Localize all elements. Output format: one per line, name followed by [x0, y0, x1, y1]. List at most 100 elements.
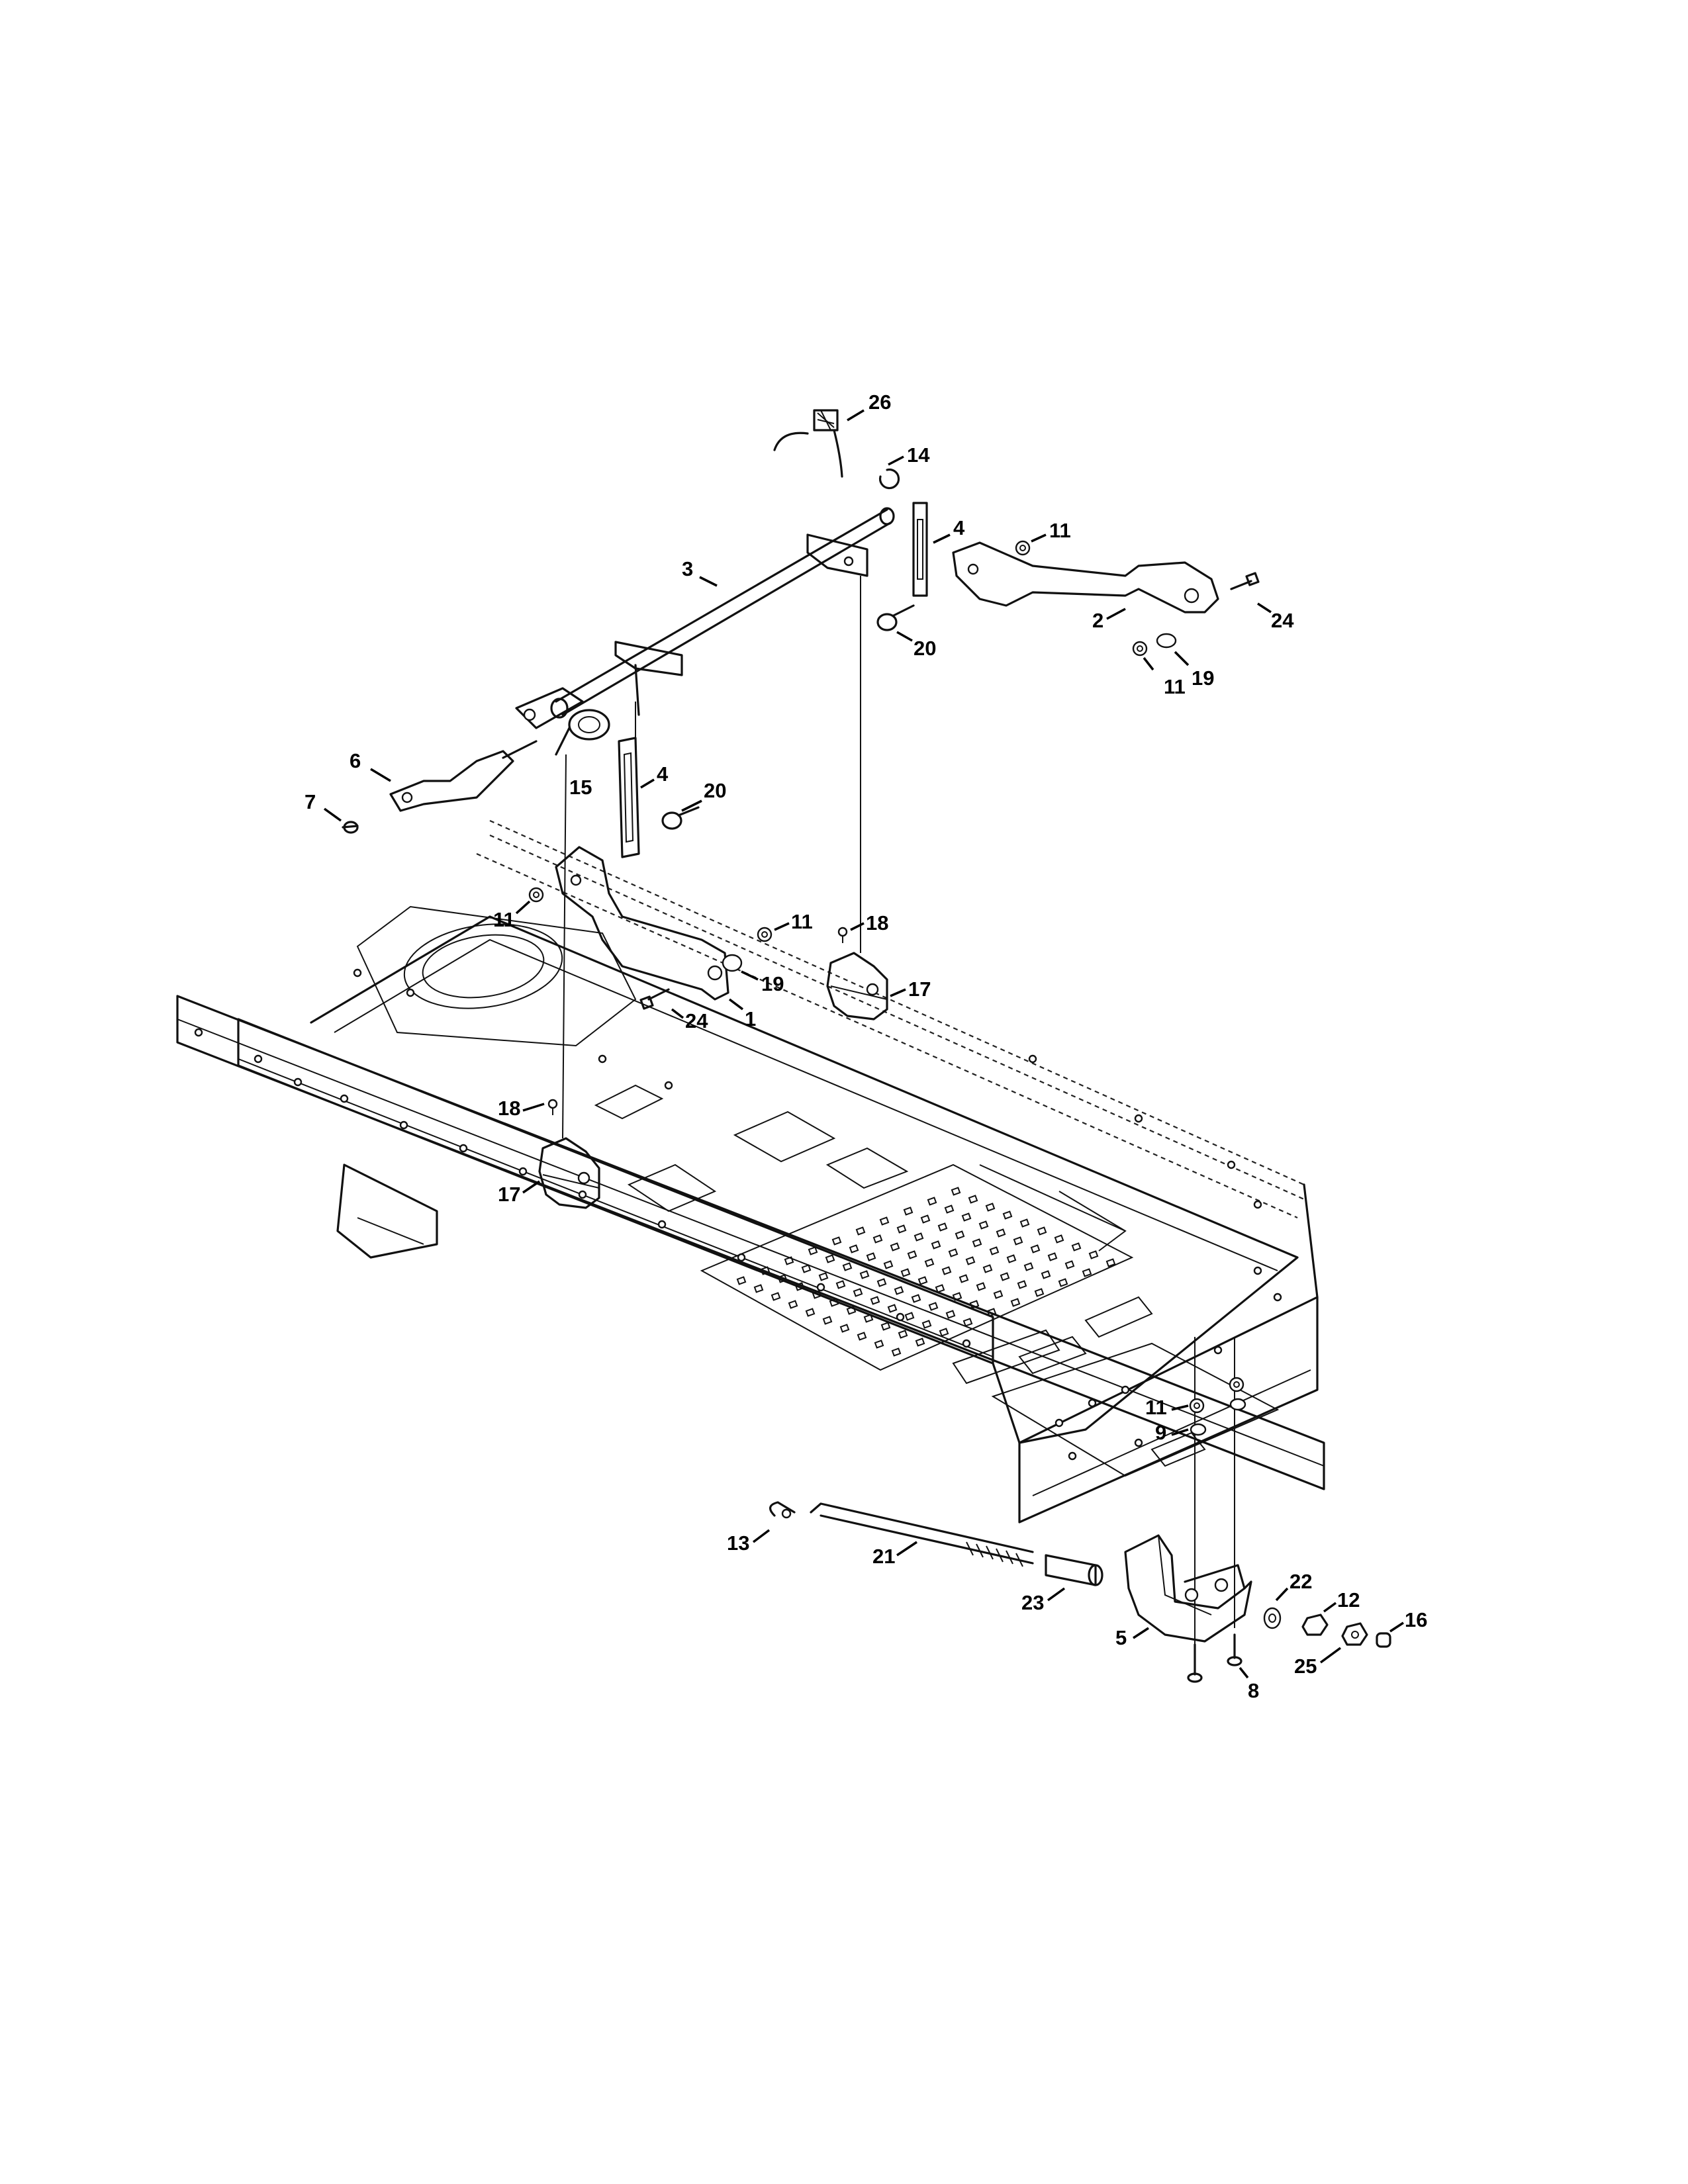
callout-6: 6 [350, 749, 391, 782]
perforation [911, 1294, 921, 1303]
svg-text:6: 6 [350, 749, 361, 772]
callout-7: 7 [305, 790, 342, 822]
perforation [883, 1260, 894, 1269]
lift-handle [389, 740, 538, 812]
callout-17-left: 17 [498, 1180, 540, 1206]
callout-18-right: 18 [850, 911, 888, 934]
perforation [914, 1232, 924, 1242]
perforation [866, 1252, 876, 1261]
torsion-spring [773, 409, 843, 478]
perforation [808, 1246, 818, 1255]
perforation [794, 1282, 805, 1291]
perforation [822, 1316, 833, 1325]
frame-hole [399, 1120, 408, 1130]
perforation [736, 1276, 747, 1285]
nut-11-c [528, 887, 544, 903]
frame-hole [459, 1144, 468, 1153]
frame-hole [340, 1094, 349, 1103]
frame-hole [254, 1054, 263, 1064]
perforation [829, 1298, 839, 1307]
svg-text:11: 11 [791, 910, 813, 933]
callout-12: 12 [1323, 1588, 1360, 1613]
perforation [985, 1203, 996, 1212]
screw-18-left [547, 1099, 558, 1115]
shaft-bracket-right [806, 533, 868, 577]
callout-24-right: 24 [1257, 602, 1294, 632]
washer-19-b [722, 954, 743, 972]
svg-text:18: 18 [866, 911, 888, 934]
perforation [965, 1256, 976, 1265]
frame-hole [353, 968, 362, 978]
frame-hole [1121, 1385, 1130, 1394]
bolt-8-right [1227, 1633, 1243, 1666]
perforation [904, 1312, 915, 1321]
svg-text:1: 1 [745, 1007, 756, 1030]
frame-hole [896, 1312, 905, 1322]
frame-hole [1055, 1418, 1064, 1428]
nut-11-e [1189, 1398, 1205, 1414]
perforation [1054, 1234, 1064, 1244]
svg-text:20: 20 [704, 779, 726, 802]
callout-21: 21 [872, 1541, 917, 1568]
bolt-24-left [639, 988, 670, 1010]
perforation [1047, 1252, 1058, 1261]
callout-11-a: 11 [1031, 519, 1071, 543]
svg-text:21: 21 [872, 1545, 895, 1568]
svg-text:5: 5 [1115, 1626, 1127, 1649]
perforation [986, 1308, 997, 1317]
frame-hole [816, 1283, 825, 1292]
bolt-24-right [1230, 572, 1260, 590]
spacer-23 [1045, 1554, 1103, 1586]
perforation [1010, 1298, 1021, 1307]
svg-text:17: 17 [908, 978, 931, 1001]
frame-hole [194, 1028, 203, 1037]
perforation [849, 1244, 859, 1253]
callout-17-right: 17 [890, 978, 931, 1001]
clip-13 [769, 1501, 796, 1519]
bolt-8-left [1187, 1643, 1203, 1683]
svg-text:2: 2 [1092, 609, 1103, 632]
frame-hole [1273, 1293, 1282, 1302]
svg-text:11: 11 [1145, 1396, 1167, 1419]
frame-hole [578, 1190, 587, 1199]
svg-text:25: 25 [1294, 1655, 1317, 1678]
perforation [825, 1254, 835, 1263]
perforation [968, 1195, 978, 1204]
perforation [928, 1302, 939, 1311]
frame-hole [1134, 1438, 1143, 1447]
rod-21 [810, 1502, 1034, 1567]
perforation [961, 1212, 972, 1222]
perforation [896, 1224, 907, 1234]
callout-2: 2 [1092, 608, 1126, 632]
sleeve [555, 709, 610, 756]
frame-hole [598, 1054, 607, 1064]
perforation [1034, 1288, 1045, 1297]
perforation [948, 1248, 959, 1257]
perforation [891, 1347, 902, 1357]
svg-text:14: 14 [907, 443, 930, 467]
perforation [921, 1320, 932, 1329]
frame-hole [1088, 1398, 1097, 1408]
callout-11-e: 11 [1145, 1396, 1189, 1419]
perforation [982, 1264, 993, 1273]
svg-text:9: 9 [1155, 1421, 1166, 1444]
nut-right-upper [1229, 1377, 1244, 1392]
perforation [907, 1250, 917, 1259]
callout-14: 14 [888, 443, 930, 467]
perforation [859, 1270, 870, 1279]
perforation [955, 1230, 965, 1240]
perforation [962, 1318, 973, 1327]
svg-text:19: 19 [1192, 666, 1214, 690]
svg-text:19: 19 [761, 972, 784, 995]
frame-assembly [176, 819, 1325, 1524]
shaft-arm [515, 687, 584, 729]
perforation [801, 1264, 812, 1273]
perforation [853, 1288, 863, 1297]
perforation [978, 1220, 989, 1230]
perforation [935, 1284, 945, 1293]
perforation [857, 1332, 867, 1341]
cap-16 [1376, 1632, 1391, 1648]
perforation [917, 1276, 928, 1285]
callout-3: 3 [682, 557, 718, 587]
